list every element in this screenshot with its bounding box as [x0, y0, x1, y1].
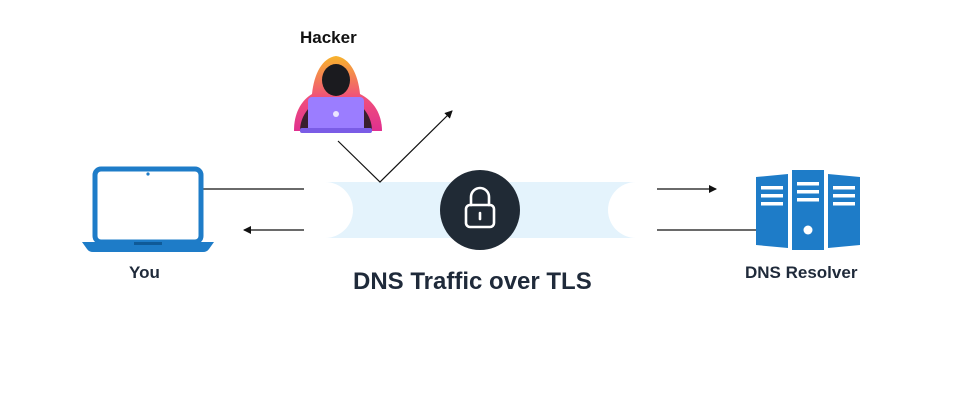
diagram-title: DNS Traffic over TLS — [353, 268, 592, 295]
server-icon — [756, 170, 860, 250]
tunnel-left-end — [297, 182, 353, 238]
you-label: You — [129, 263, 160, 282]
lock-icon — [440, 170, 520, 250]
hacker-label: Hacker — [300, 28, 357, 47]
laptop-icon — [82, 166, 214, 252]
hacker-icon — [294, 56, 382, 133]
hacker-deflected-arrow — [337, 110, 453, 183]
traffic-lines — [202, 110, 760, 234]
dns-resolver-label: DNS Resolver — [745, 263, 858, 282]
tunnel-right-end — [608, 182, 664, 238]
